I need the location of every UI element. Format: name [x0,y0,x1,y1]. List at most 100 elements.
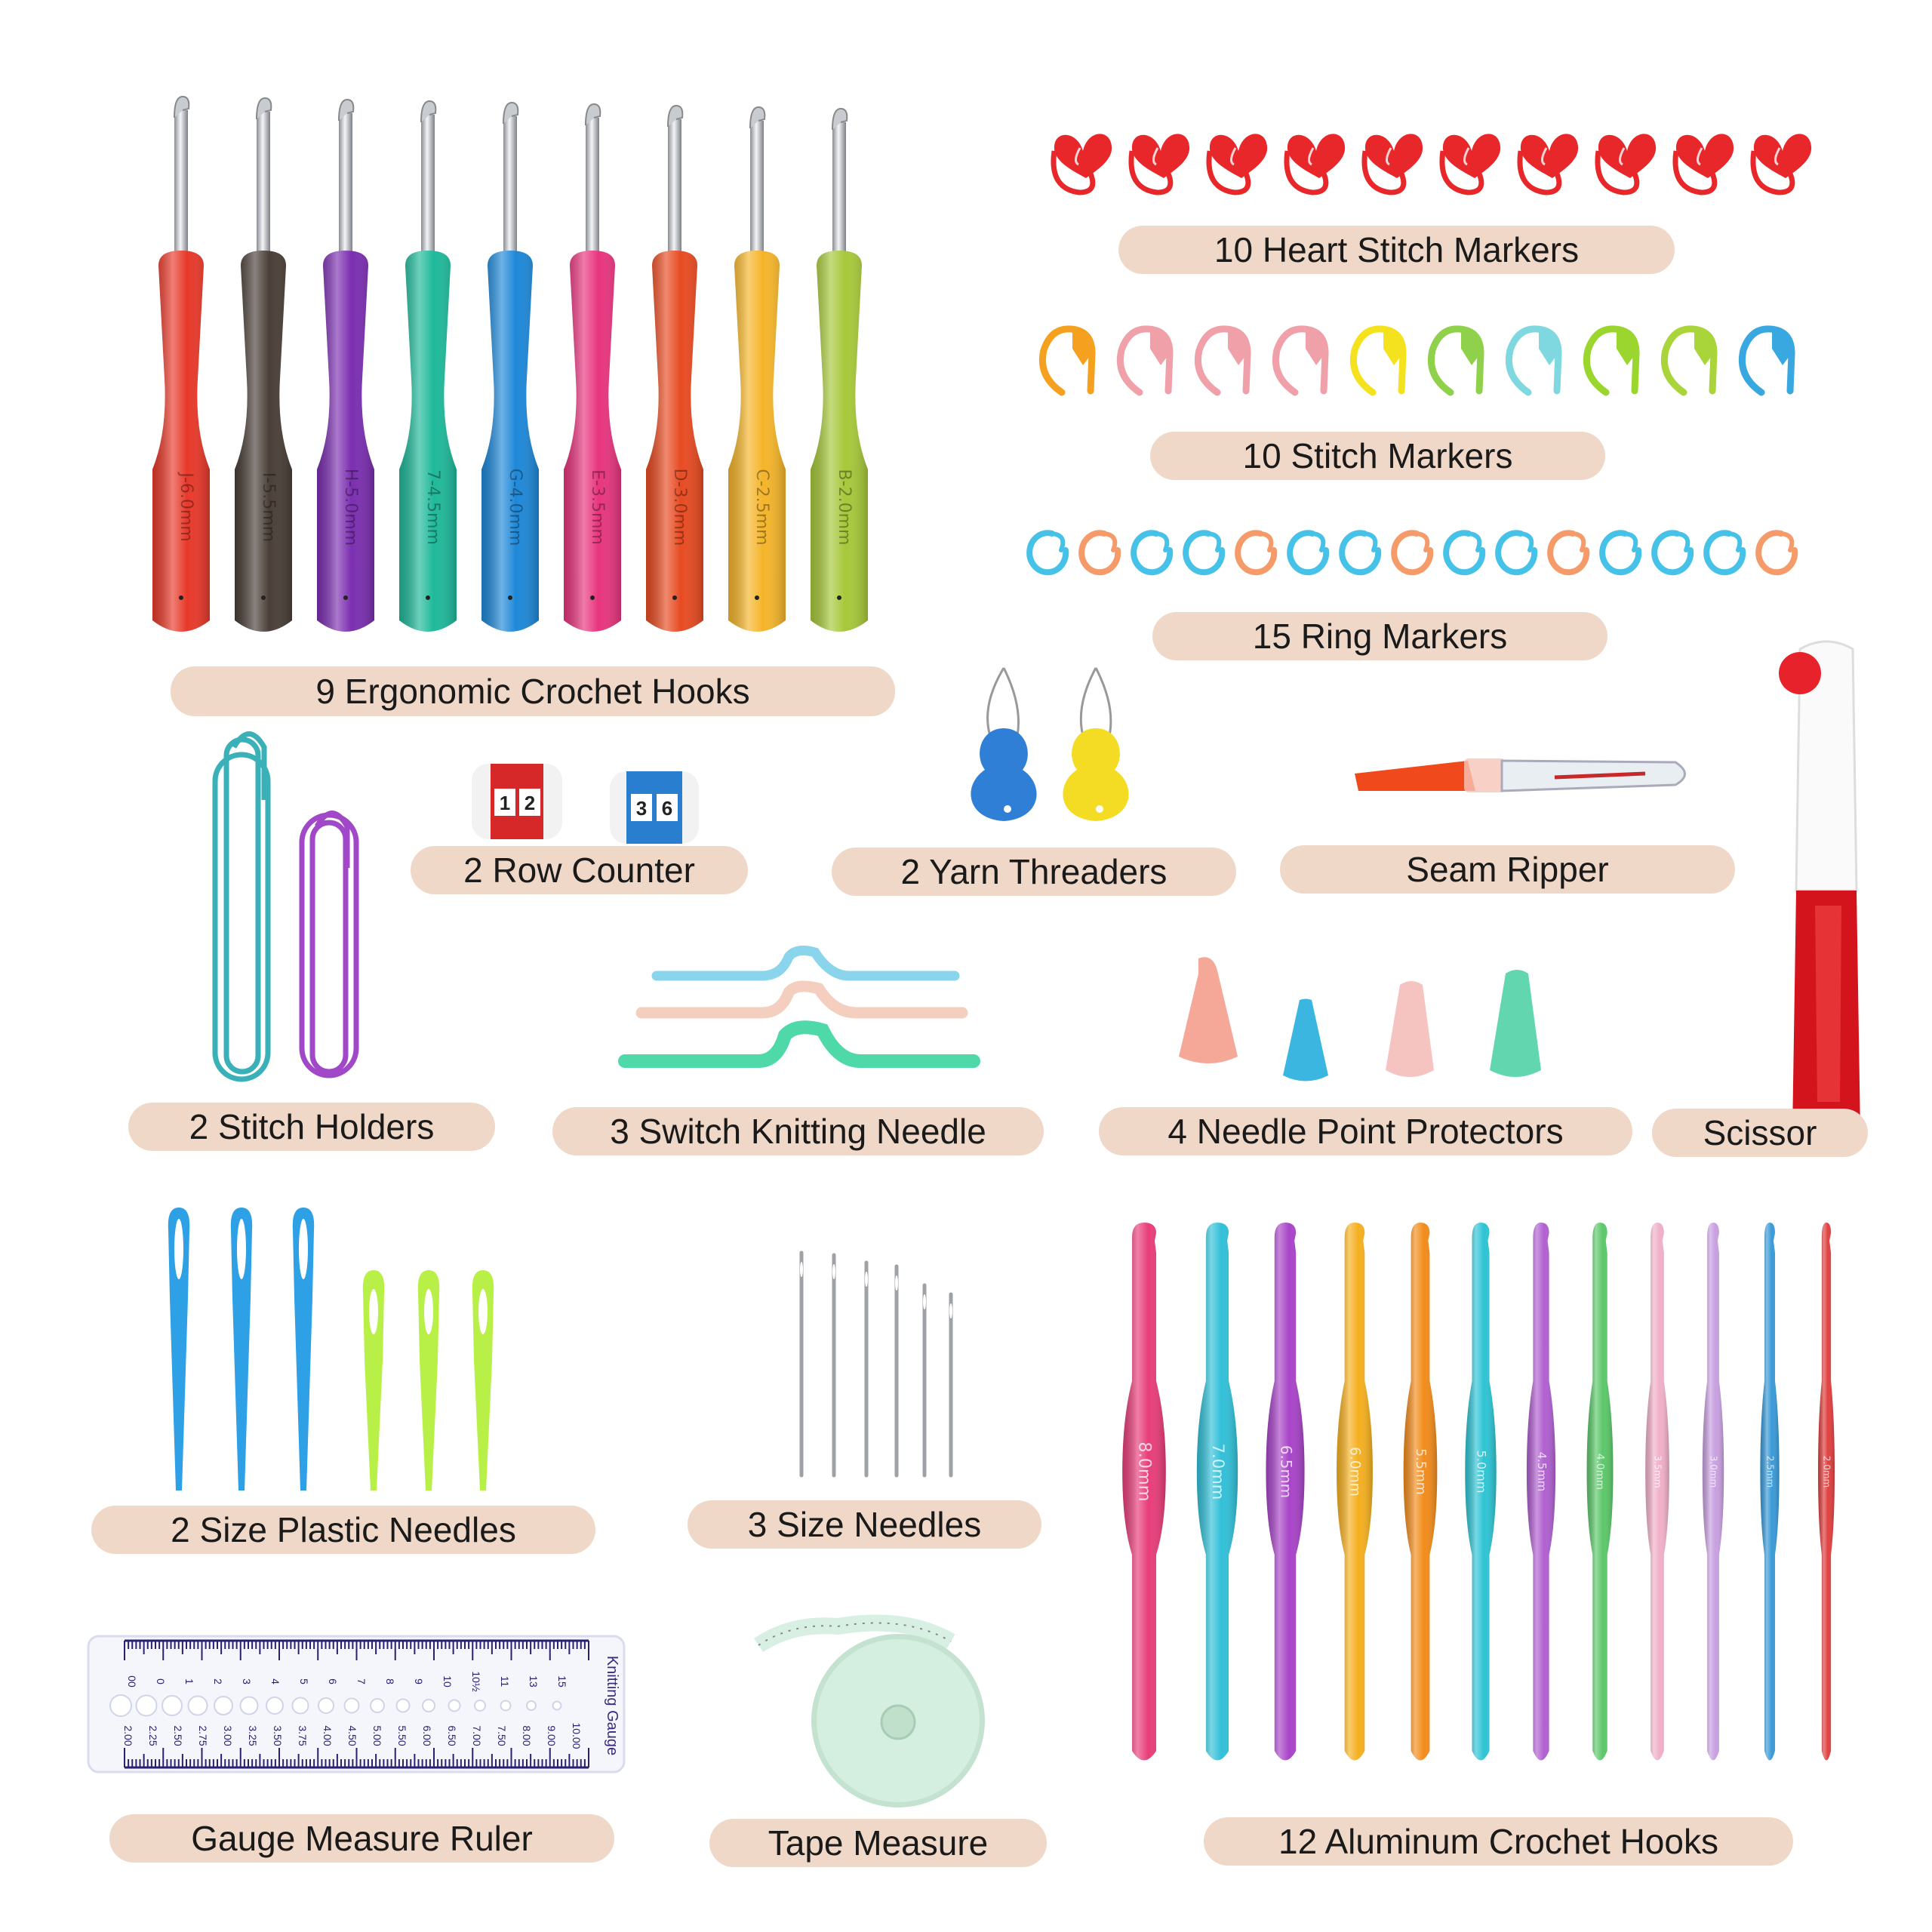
ruler-us-size: 0 [155,1678,167,1684]
steel-needle [832,1253,836,1478]
hook-size-label: 8.0mm [1135,1441,1155,1501]
ring-marker [1391,530,1434,576]
ruler-us-size: 1 [183,1678,195,1684]
hook-size-label: 6.5mm [1278,1445,1295,1498]
ruler-us-size: 9 [413,1678,425,1684]
ruler-us-size: 2 [212,1678,224,1684]
switch-knitting-needles [618,946,980,1068]
aluminum-hook: 4.5mm [1526,1223,1556,1761]
row-counter-digit: 3 [636,797,647,820]
ruler-mm-size: 3.25 [247,1725,259,1746]
label-heart-markers: 10 Heart Stitch Markers [1118,226,1675,274]
cable-needle-blue [651,946,960,981]
ergonomic-hook: J-6.0mm [152,95,210,632]
hook-size-label: B-2.0mm [835,469,854,546]
aluminum-hook: 3.0mm [1702,1223,1724,1761]
steel-needle [949,1292,953,1478]
hook-size-label: H-5.0mm [341,469,360,546]
ruler-mm-size: 10.00 [571,1722,583,1749]
row-counter-digit: 2 [525,792,535,814]
ring-markers [1026,530,1798,576]
point-protector-pink [1386,981,1434,1077]
plastic-needle-large [292,1208,315,1491]
ring-marker [1651,530,1694,576]
hook-size-label: 7.0mm [1209,1444,1228,1500]
ring-marker [1339,530,1382,576]
aluminum-hook: 6.0mm [1337,1223,1373,1761]
ring-marker [1026,530,1069,576]
ruler-ticks [124,1639,589,1769]
ruler-us-size: 6 [327,1678,339,1684]
stitch-marker [1660,325,1718,396]
hook-size-label: I-5.5mm [259,472,278,542]
label-plastic-needles: 2 Size Plastic Needles [91,1506,595,1554]
ruler-us-size: 00 [126,1675,138,1687]
ruler-mm-size: 8.00 [521,1725,533,1746]
row-counter-digit: 1 [500,792,510,814]
ruler-mm-size: 3.75 [297,1725,309,1746]
heart-marker [1206,134,1268,195]
heart-marker [1750,134,1812,195]
label-size-needles: 3 Size Needles [688,1500,1041,1549]
aluminum-hook: 7.0mm [1196,1223,1238,1761]
label-stitch-holders: 2 Stitch Holders [128,1103,495,1151]
yarn-threader-yellow [1063,667,1129,821]
ruler-mm-size: 9.00 [546,1725,558,1746]
steel-needle [864,1260,869,1478]
hook-size-label: C-2.5mm [752,469,771,545]
ergonomic-hook: I-5.5mm [235,97,292,632]
label-aluminum-hooks: 12 Aluminum Crochet Hooks [1204,1817,1793,1866]
ergonomic-hook: G-4.0mm [481,101,539,632]
label-switch-needle: 3 Switch Knitting Needle [552,1107,1044,1155]
scissor [1779,640,1860,1153]
aluminum-hook: 2.0mm [1818,1223,1835,1761]
tape-measure [753,1614,985,1807]
hook-size-label: G-4.0mm [506,469,525,546]
ruler-us-size: 11 [499,1676,511,1687]
plastic-needle-small [362,1270,385,1491]
stitch-markers [1038,325,1795,396]
ergonomic-hook: B-2.0mm [811,107,868,632]
ruler-us-size: 15 [556,1675,568,1687]
label-ring-markers: 15 Ring Markers [1152,612,1607,660]
plastic-needle-small [472,1270,494,1491]
ruler-mm-size: 7.50 [496,1725,508,1746]
stitch-marker [1116,325,1174,396]
seam-ripper [1355,758,1686,792]
ruler-us-size: 10 [441,1675,454,1687]
ring-marker [1287,530,1330,576]
stitch-holder-large [212,731,271,1082]
steel-needle [922,1283,927,1478]
stitch-marker [1427,325,1484,396]
ring-marker [1755,530,1798,576]
hook-size-label: 3.0mm [1709,1456,1719,1487]
label-seam-ripper: Seam Ripper [1280,845,1735,894]
aluminum-hook: 5.0mm [1465,1223,1497,1761]
ring-marker [1078,530,1121,576]
heart-marker [1361,134,1423,195]
ring-marker [1547,530,1590,576]
aluminum-hook: 8.0mm [1122,1223,1166,1761]
label-ergonomic-hooks: 9 Ergonomic Crochet Hooks [171,666,895,716]
stitch-marker [1194,325,1251,396]
stitch-marker [1583,325,1640,396]
plastic-needle-large [168,1208,190,1491]
ruler-us-size: 10½ [470,1671,482,1692]
size-needles [799,1251,953,1478]
hook-size-label: 5.5mm [1413,1448,1428,1494]
heart-marker [1439,134,1501,195]
stitch-marker [1505,325,1562,396]
ergonomic-hook: C-2.5mm [728,106,786,632]
ruler-us-size: 4 [269,1678,281,1684]
ruler-us-size: 5 [298,1678,310,1684]
row-counter-blue: 3 6 [610,771,699,844]
heart-stitch-markers [1051,134,1812,195]
ruler-mm-size: 2.50 [172,1725,184,1746]
needle-point-protectors [1179,957,1541,1081]
steel-needle [894,1264,899,1478]
ergonomic-hook: 7-4.5mm [399,100,457,632]
